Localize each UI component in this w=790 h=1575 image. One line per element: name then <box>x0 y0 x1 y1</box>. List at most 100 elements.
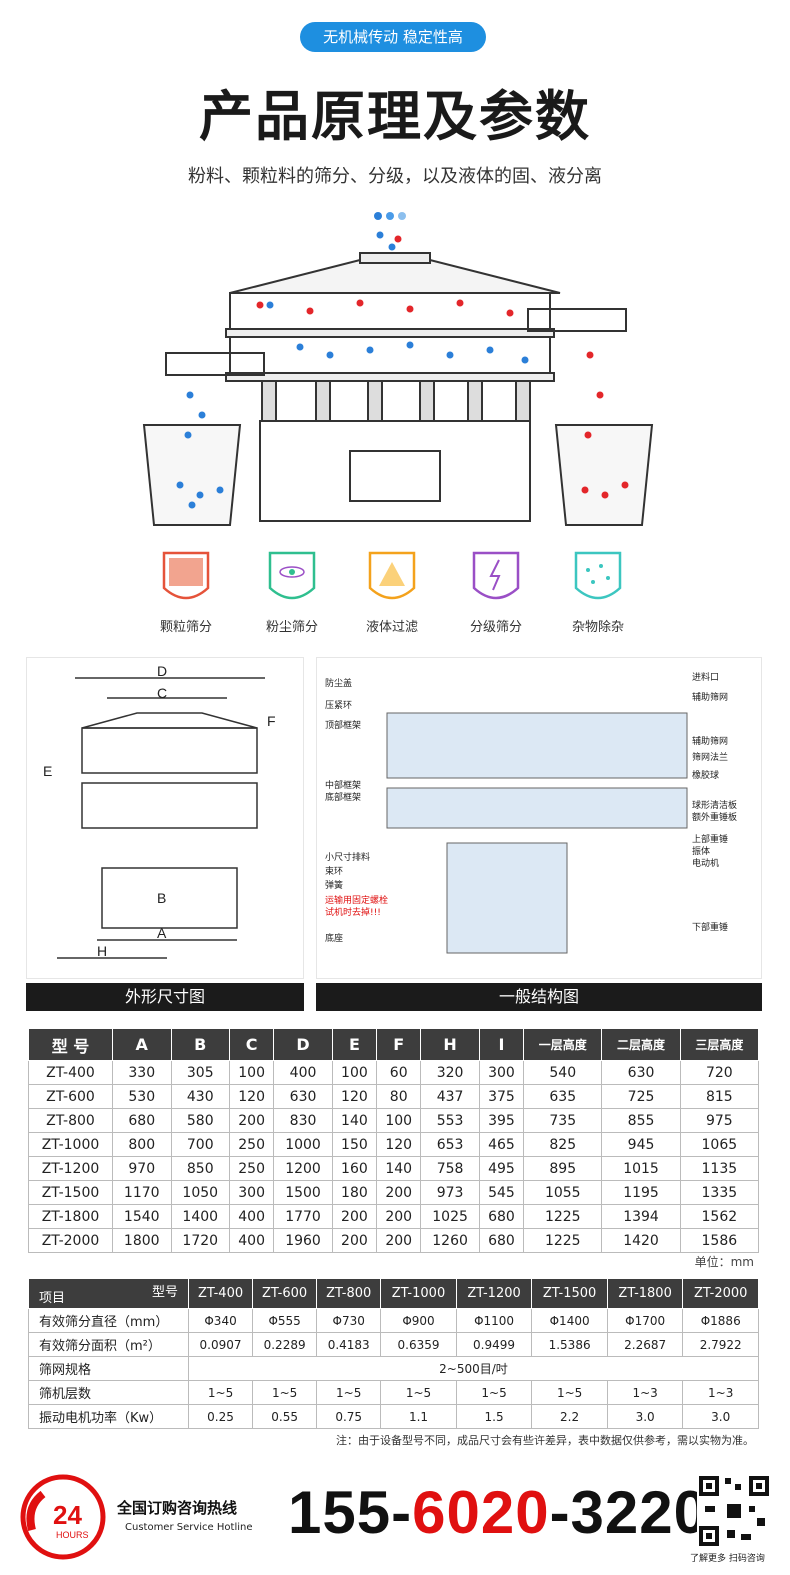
value-cell: 300 <box>228 1180 275 1205</box>
value-cell: 758 <box>420 1156 480 1181</box>
value-cell: 630 <box>601 1060 681 1085</box>
value-cell: 200 <box>331 1228 378 1253</box>
cell: 0.9499 <box>455 1332 533 1357</box>
feature-liquid: 液体过滤 <box>342 550 442 635</box>
phone-part: -3220 <box>549 1479 709 1546</box>
row-label: 筛网规格 <box>28 1356 189 1381</box>
feature-label: 颗粒筛分 <box>159 620 212 635</box>
qr-code-icon[interactable] <box>697 1474 771 1548</box>
cell: Φ555 <box>252 1308 318 1333</box>
corner-bottom: 项目 <box>39 1291 66 1306</box>
dimension-caption: 外形尺寸图 <box>26 983 304 1011</box>
value-cell: 1335 <box>679 1180 760 1205</box>
spec-table: 型号 项目 ZT-400 ZT-600 ZT-800 ZT-1000 ZT-12… <box>28 1278 759 1429</box>
cell: Φ1400 <box>531 1308 608 1333</box>
cell: Φ1100 <box>455 1308 533 1333</box>
value-cell: 100 <box>228 1060 275 1085</box>
value-cell: 1260 <box>420 1228 480 1253</box>
page-title: 产品原理及参数 <box>199 85 591 148</box>
value-cell: 1720 <box>170 1228 230 1253</box>
value-cell: 1960 <box>273 1228 333 1253</box>
struct-label: 压紧环 <box>325 700 352 711</box>
24-hours-badge: 24 HOURS <box>20 1474 106 1560</box>
cell: 1.5386 <box>531 1332 608 1357</box>
dim-letter-e: E <box>43 763 52 779</box>
qr-caption: 了解更多 扫码咨询 <box>690 1554 765 1564</box>
value-cell: 970 <box>112 1156 172 1181</box>
cell: 3.0 <box>682 1404 759 1429</box>
value-cell: 1562 <box>679 1204 760 1229</box>
cell: 3.0 <box>606 1404 684 1429</box>
value-cell: 680 <box>112 1108 172 1133</box>
value-cell: 725 <box>601 1084 681 1109</box>
model-cell: ZT-1000 <box>28 1132 113 1157</box>
value-cell: 1000 <box>273 1132 333 1157</box>
value-cell: 375 <box>478 1084 525 1109</box>
value-cell: 160 <box>331 1156 378 1181</box>
struct-label: 振体 <box>692 845 710 857</box>
row-label: 有效筛分直径（mm） <box>28 1308 189 1333</box>
table-header: 一层高度 <box>523 1028 603 1061</box>
table-header-row: 型 号 A B C D E F H I 一层高度 二层高度 三层高度 <box>28 1028 760 1061</box>
cell: 1~3 <box>606 1380 684 1405</box>
value-cell: 1055 <box>523 1180 603 1205</box>
dimension-diagram: D C F E B A H <box>26 657 304 979</box>
cell: 2~500目/吋 <box>188 1356 759 1381</box>
table-header: 三层高度 <box>679 1028 760 1061</box>
dim-letter-h: H <box>97 943 107 959</box>
value-cell: 1065 <box>679 1132 760 1157</box>
value-cell: 437 <box>420 1084 480 1109</box>
phone-part: 6020 <box>412 1479 550 1546</box>
value-cell: 320 <box>420 1060 480 1085</box>
cell: Φ340 <box>187 1308 254 1333</box>
feature-impurity: 杂物除杂 <box>548 550 648 635</box>
badge-number: 24 <box>53 1500 82 1530</box>
structure-caption: 一般结构图 <box>316 983 762 1011</box>
cell: 0.25 <box>187 1404 254 1429</box>
value-cell: 580 <box>170 1108 230 1133</box>
model-header: ZT-800 <box>316 1278 382 1309</box>
feature-label: 分级筛分 <box>469 620 522 635</box>
value-cell: 250 <box>228 1132 275 1157</box>
dimension-table: 型 号 A B C D E F H I 一层高度 二层高度 三层高度 ZT-40… <box>28 1028 760 1253</box>
value-cell: 140 <box>376 1156 422 1181</box>
struct-label: 束环 <box>325 866 343 877</box>
table-header: B <box>170 1028 230 1061</box>
phone-handset-icon <box>26 1490 46 1532</box>
table-header: I <box>478 1028 525 1061</box>
struct-label: 电动机 <box>692 857 719 869</box>
dust-atom-icon <box>268 551 316 600</box>
cell: 1.1 <box>380 1404 457 1429</box>
value-cell: 680 <box>478 1228 525 1253</box>
value-cell: 400 <box>228 1228 275 1253</box>
feature-particle: 颗粒筛分 <box>136 550 236 635</box>
value-cell: 800 <box>112 1132 172 1157</box>
cell: Φ1886 <box>682 1308 759 1333</box>
table-header: E <box>331 1028 378 1061</box>
dim-letter-a: A <box>157 925 167 941</box>
struct-label: 中部框架 <box>325 779 361 791</box>
table-header-row: 型号 项目 ZT-400 ZT-600 ZT-800 ZT-1000 ZT-12… <box>28 1278 759 1309</box>
value-cell: 1400 <box>170 1204 230 1229</box>
value-cell: 1225 <box>523 1204 603 1229</box>
value-cell: 735 <box>523 1108 603 1133</box>
phone-number[interactable]: 155-6020-3220 <box>288 1478 708 1547</box>
cell: 1~5 <box>531 1380 608 1405</box>
struct-label: 额外重锤板 <box>692 811 737 823</box>
model-cell: ZT-1800 <box>28 1204 113 1229</box>
model-header: ZT-1200 <box>455 1278 533 1309</box>
value-cell: 465 <box>478 1132 525 1157</box>
struct-label: 防尘盖 <box>325 677 352 689</box>
value-cell: 653 <box>420 1132 480 1157</box>
value-cell: 1050 <box>170 1180 230 1205</box>
model-cell: ZT-600 <box>28 1084 113 1109</box>
unit-label: 单位：mm <box>694 1255 754 1269</box>
feature-pill: 无机械传动 稳定性高 <box>300 22 486 52</box>
dim-letter-c: C <box>157 685 167 701</box>
value-cell: 200 <box>228 1108 275 1133</box>
struct-label: 辅助筛网 <box>692 691 728 703</box>
impurity-icon <box>574 551 622 600</box>
